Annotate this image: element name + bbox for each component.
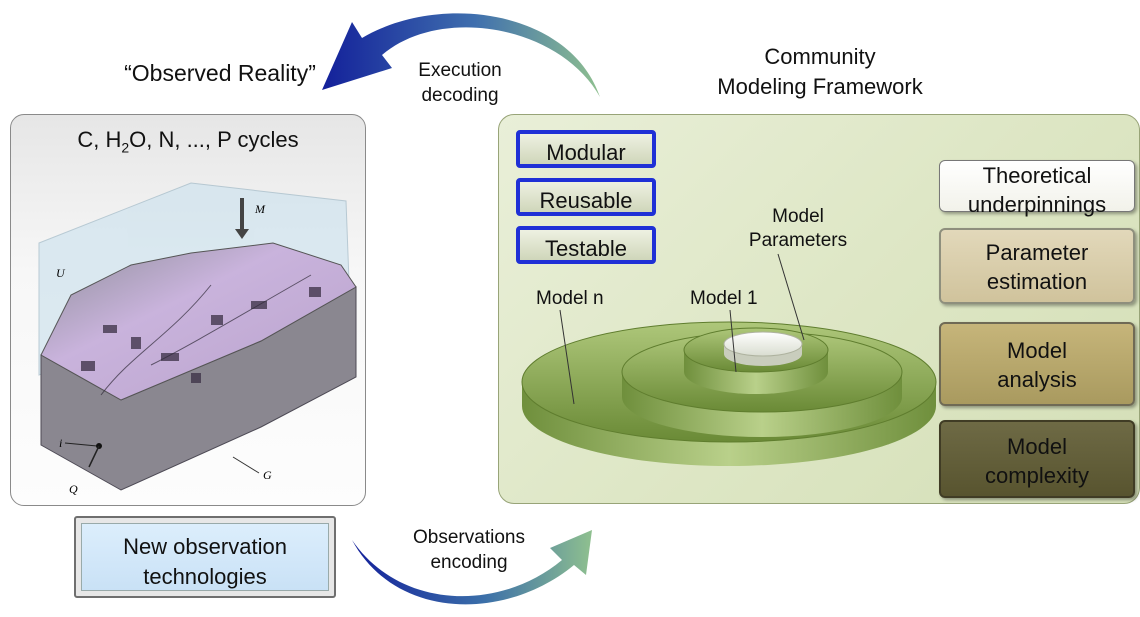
- new-observation-technologies-box: New observation technologies: [74, 516, 336, 598]
- observed-reality-panel: C, H2O, N, ..., P cycles M U i Q G: [10, 114, 366, 506]
- new-observation-technologies-inner: New observation technologies: [81, 523, 329, 591]
- model-complexity-line-1: Model: [1007, 434, 1067, 459]
- parameter-estimation-box: Parameter estimation: [939, 228, 1135, 304]
- map-label-i: i: [59, 436, 62, 450]
- execution-decoding-arrow: [322, 13, 600, 98]
- execution-decoding-label: Execution decoding: [395, 58, 525, 108]
- framework-title-line-1: Community: [764, 44, 876, 69]
- model-analysis-box: Model analysis: [939, 322, 1135, 406]
- map-label-u: U: [56, 266, 66, 280]
- tag-modular: Modular: [516, 130, 656, 168]
- framework-title: Community Modeling Framework: [670, 42, 970, 102]
- terrain-surface: [40, 242, 357, 401]
- theoretical-line: Theoretical: [982, 163, 1092, 188]
- observed-reality-title: “Observed Reality”: [124, 60, 316, 86]
- cycles-label: C, H2O, N, ..., P cycles: [77, 127, 299, 156]
- observations-encoding-label: Observations encoding: [384, 525, 554, 575]
- terrain-block-illustration: M U i Q G: [38, 182, 357, 496]
- new-observation-line-2: technologies: [143, 564, 267, 589]
- map-label-q: Q: [69, 482, 78, 496]
- model-parameters-label: Model Parameters: [738, 205, 858, 253]
- theoretical-underpinnings-box: Theoretical underpinnings: [939, 160, 1135, 217]
- model-complexity-line-2: complexity: [985, 463, 1089, 488]
- observations-label-line: Observations: [413, 527, 525, 548]
- tag-reusable: Reusable: [516, 178, 656, 216]
- map-label-m: M: [254, 202, 266, 216]
- model-discs-illustration: [521, 253, 937, 466]
- new-observation-line-1: New observation: [123, 534, 287, 559]
- estimation-line: estimation: [986, 269, 1088, 294]
- map-label-g: G: [263, 468, 272, 482]
- model-1-label: Model 1: [690, 288, 758, 309]
- model-analysis-line-2: analysis: [997, 367, 1077, 392]
- tag-testable: Testable: [516, 226, 656, 264]
- model-analysis-line-1: Model: [1007, 338, 1067, 363]
- model-n-label: Model n: [536, 288, 604, 309]
- execution-label-line: Execution: [418, 60, 502, 81]
- decoding-label-line: decoding: [421, 85, 499, 106]
- framework-title-line-2: Modeling Framework: [717, 74, 923, 99]
- observations-encoding-arrow: [352, 530, 592, 605]
- parameter-line: Parameter: [985, 240, 1089, 265]
- model-complexity-box: Model complexity: [939, 420, 1135, 498]
- underpinnings-line: underpinnings: [967, 192, 1107, 217]
- encoding-label-line: encoding: [430, 552, 508, 573]
- model-parameters-line-2: Parameters: [748, 230, 848, 251]
- model-parameters-line-1: Model: [772, 206, 824, 227]
